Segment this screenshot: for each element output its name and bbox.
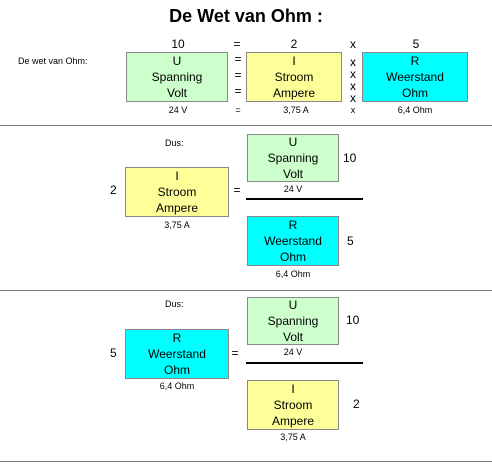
current-symbol: I (291, 382, 295, 396)
times-sign: x (350, 55, 356, 69)
times-sign: x (350, 105, 356, 115)
current-value: 3,75 A (164, 220, 190, 230)
voltage-symbol: U (288, 135, 298, 149)
equals-column: = = = (232, 52, 244, 100)
voltage-box: U Spanning Volt (247, 134, 339, 182)
numerator-number: 10 (346, 313, 360, 327)
dus-label: Dus: (165, 299, 184, 309)
equals-sign: = (233, 183, 241, 197)
current-name: Stroom (157, 185, 197, 199)
resistance-name: Weerstand (148, 347, 206, 361)
current-number: 2 (290, 37, 298, 51)
times-sign: x (350, 79, 356, 93)
voltage-value: 24 V (283, 347, 303, 357)
denominator-number: 2 (353, 397, 360, 411)
current-unit: Ampere (272, 86, 316, 100)
voltage-symbol: U (172, 54, 182, 68)
resistance-value: 6,4 Ohm (397, 105, 433, 115)
current-value: 3,75 A (283, 105, 309, 115)
voltage-unit: Volt (282, 167, 303, 181)
row-label: De wet van Ohm: (18, 56, 88, 66)
equals-sign: = (234, 68, 242, 82)
page-title: De Wet van Ohm : (169, 6, 323, 26)
voltage-value: 24 V (168, 105, 188, 115)
resistance-symbol: R (172, 331, 182, 345)
equals-sign: = (234, 52, 242, 66)
voltage-unit: Volt (282, 330, 303, 344)
voltage-value: 24 V (283, 184, 303, 194)
resistance-box: R Weerstand Ohm (247, 216, 339, 266)
resistance-unit: Ohm (401, 86, 428, 100)
voltage-name: Spanning (267, 314, 319, 328)
section-divider (0, 125, 492, 126)
result-number: 2 (110, 183, 117, 197)
current-value: 3,75 A (280, 432, 306, 442)
current-unit: Ampere (271, 414, 315, 428)
equals-sign: = (234, 84, 242, 98)
voltage-box: U Spanning Volt (247, 297, 339, 345)
resistance-unit: Ohm (163, 363, 190, 377)
numerator-number: 10 (343, 151, 357, 165)
equals-sign: = (231, 346, 239, 360)
denominator-number: 5 (347, 234, 354, 248)
resistance-symbol: R (410, 54, 420, 68)
voltage-box: U Spanning Volt (126, 52, 228, 102)
dus-label: Dus: (165, 138, 184, 148)
fraction-line (246, 198, 363, 200)
current-unit: Ampere (155, 201, 199, 215)
equals-sign: = (235, 105, 241, 115)
current-name: Stroom (273, 398, 313, 412)
voltage-symbol: U (288, 298, 298, 312)
voltage-name: Spanning (151, 70, 203, 84)
resistance-number: 5 (412, 37, 420, 51)
result-number: 5 (110, 346, 117, 360)
equals-sign: = (233, 37, 241, 51)
times-sign: x (350, 91, 356, 105)
resistance-value: 6,4 Ohm (275, 269, 311, 279)
resistance-unit: Ohm (279, 250, 306, 264)
current-symbol: I (292, 54, 296, 68)
resistance-symbol: R (288, 218, 298, 232)
voltage-unit: Volt (166, 86, 187, 100)
current-box: I Stroom Ampere (247, 380, 339, 430)
current-name: Stroom (274, 70, 314, 84)
times-column: x x x x (347, 55, 359, 105)
section-divider (0, 461, 492, 462)
resistance-name: Weerstand (264, 234, 322, 248)
current-symbol: I (175, 169, 179, 183)
resistance-value: 6,4 Ohm (159, 381, 195, 391)
section-divider (0, 290, 492, 291)
fraction-line (246, 362, 363, 364)
current-box: I Stroom Ampere (125, 167, 229, 217)
voltage-name: Spanning (267, 151, 319, 165)
voltage-number: 10 (171, 37, 185, 51)
resistance-box: R Weerstand Ohm (362, 52, 468, 102)
resistance-box: R Weerstand Ohm (125, 329, 229, 379)
resistance-name: Weerstand (386, 70, 444, 84)
times-sign: x (350, 37, 356, 51)
current-box: I Stroom Ampere (246, 52, 342, 102)
times-sign: x (350, 67, 356, 81)
